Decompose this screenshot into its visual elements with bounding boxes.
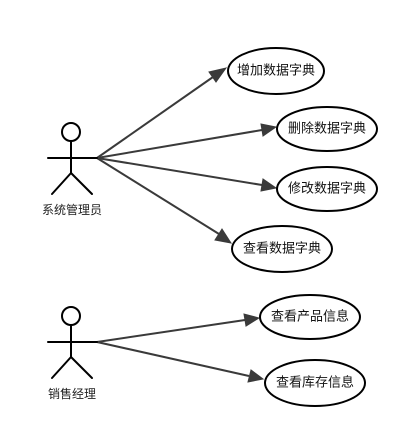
use-case-view-products: 查看产品信息 <box>259 294 361 340</box>
use-case-ellipse <box>231 225 333 273</box>
association-admin-uc4 <box>96 157 220 235</box>
use-case-label: 查看库存信息 <box>276 375 354 391</box>
actor-name: 销售经理 <box>48 386 96 401</box>
actor-head <box>61 122 81 142</box>
actor-right-leg <box>70 172 93 195</box>
actor-system-admin: 系统管理员 <box>42 122 102 217</box>
arrow-head-uc5 <box>243 313 261 327</box>
arrow-head-uc4 <box>214 228 233 244</box>
use-case-label: 增加数据字典 <box>237 64 315 79</box>
use-case-view-dictionary: 查看数据字典 <box>231 225 333 273</box>
actor-sales-manager: 销售经理 <box>47 306 98 401</box>
associations <box>96 67 278 383</box>
use-case-ellipse <box>276 166 378 212</box>
use-case-label: 修改数据字典 <box>288 182 366 197</box>
use-case-label: 查看产品信息 <box>271 309 349 325</box>
use-case-ellipse <box>259 294 361 340</box>
actor-right-leg <box>70 356 93 379</box>
association-sales-uc6 <box>96 341 250 377</box>
use-case-ellipse <box>276 106 378 152</box>
use-case-ellipse <box>227 47 325 95</box>
use-case-ellipse <box>264 359 366 407</box>
actor-name: 系统管理员 <box>42 202 102 217</box>
use-case-add-dictionary: 增加数据字典 <box>227 47 325 95</box>
arrow-head-uc2 <box>260 123 278 137</box>
arrow-head-uc1 <box>208 67 228 83</box>
use-case-label: 查看数据字典 <box>243 241 321 257</box>
use-case-delete-dictionary: 删除数据字典 <box>276 106 378 152</box>
association-sales-uc5 <box>96 319 246 343</box>
association-admin-uc1 <box>96 76 214 159</box>
use-case-label: 删除数据字典 <box>288 122 366 137</box>
use-case-edit-dictionary: 修改数据字典 <box>276 166 378 212</box>
association-admin-uc3 <box>96 157 263 186</box>
arrow-head-uc6 <box>247 369 265 383</box>
arrow-head-uc3 <box>260 178 278 192</box>
association-admin-uc2 <box>96 129 263 159</box>
use-case-view-inventory: 查看库存信息 <box>264 359 366 407</box>
actor-head <box>61 306 81 326</box>
actor-left-leg <box>51 172 72 195</box>
actor-left-leg <box>51 356 72 379</box>
